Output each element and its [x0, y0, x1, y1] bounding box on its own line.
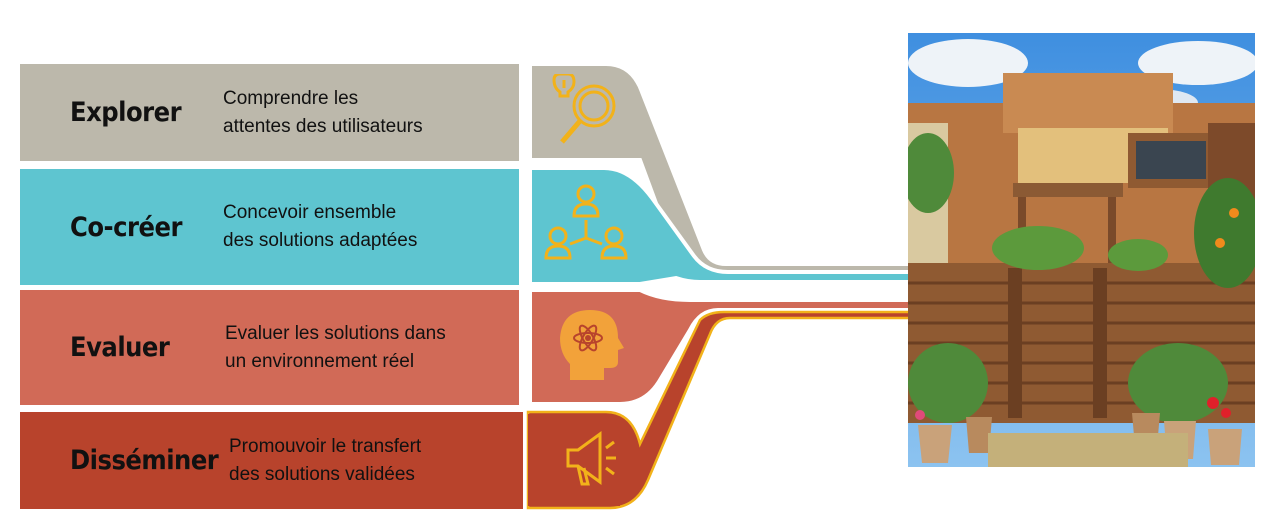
- stage-row-evaluer: Evaluer Evaluer les solutions dans un en…: [20, 290, 519, 405]
- stage-title: Evaluer: [70, 332, 170, 363]
- magnifier-lightbulb-icon: [548, 72, 628, 155]
- stage-title: Explorer: [70, 97, 182, 128]
- stage-description: Evaluer les solutions dans un environnem…: [225, 290, 446, 405]
- stage-description-line: Concevoir ensemble: [223, 202, 397, 223]
- stage-description-line: des solutions validées: [229, 463, 415, 485]
- stage-description-line: Evaluer les solutions dans: [225, 322, 446, 344]
- stage-description-line: des solutions adaptées: [223, 230, 418, 251]
- stage-description-line: Promouvoir le transfert: [229, 435, 422, 457]
- stage-description: Promouvoir le transfert des solutions va…: [229, 412, 421, 509]
- house-photo: [908, 33, 1255, 467]
- stage-description-line: Comprendre les: [223, 87, 359, 109]
- stage-row-explorer: Explorer Comprendre les attentes des uti…: [20, 64, 519, 161]
- stage-description: Comprendre les attentes des utilisateurs: [223, 64, 423, 161]
- stage-description: Concevoir ensemble des solutions adaptée…: [223, 169, 417, 285]
- stage-row-cocreer: Co-créer Concevoir ensemble des solution…: [20, 169, 519, 285]
- stage-row-disseminer: Disséminer Promouvoir le transfert des s…: [20, 412, 523, 509]
- head-atom-icon: [560, 308, 624, 387]
- ribbon-evaluer: [528, 288, 912, 406]
- three-people-network-icon: [542, 180, 634, 275]
- stage-title: Disséminer: [70, 445, 219, 476]
- megaphone-icon: [562, 428, 624, 497]
- stage-description-line: un environnement réel: [225, 350, 415, 372]
- stage-title: Co-créer: [70, 211, 182, 243]
- stage-description-line: attentes des utilisateurs: [223, 115, 423, 137]
